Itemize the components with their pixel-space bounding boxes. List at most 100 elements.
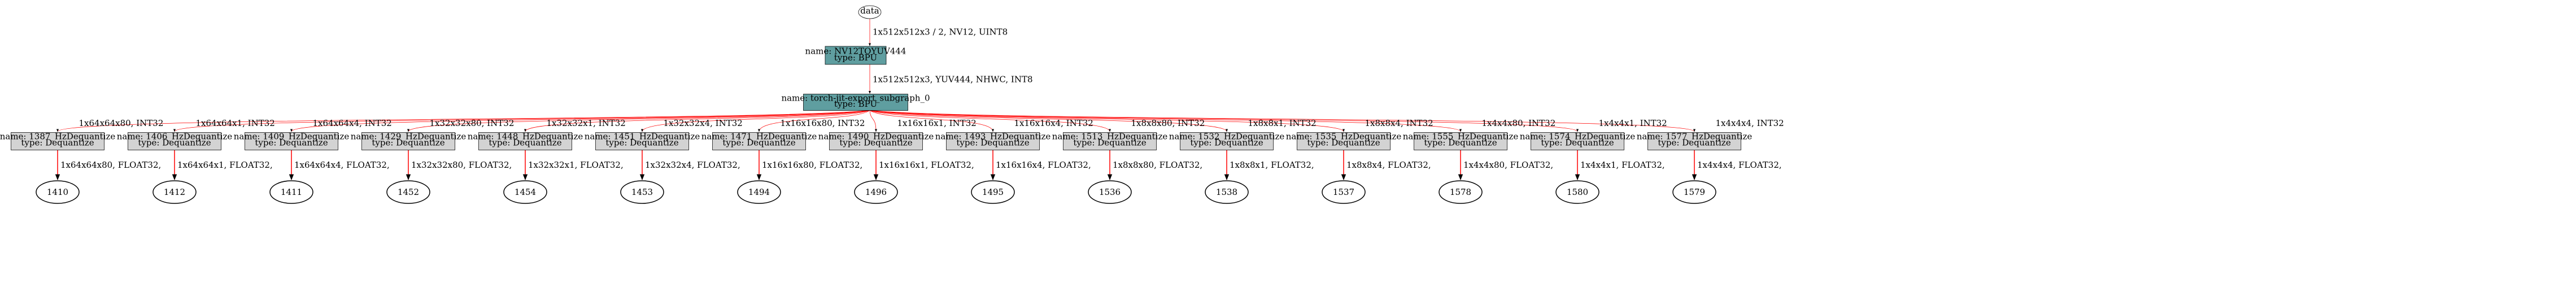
output-node-label: 1496 [865, 187, 887, 197]
edge-label-float32: 1x8x8x4, FLOAT32, [1346, 160, 1431, 170]
node-nv12toyuv444[interactable]: name: NV12TOYUV444 type: BPU [805, 46, 906, 65]
edge-main-to-dequantize [869, 110, 1228, 132]
edge-label-float32: 1x4x4x1, FLOAT32, [1580, 160, 1665, 170]
edge-label-int32: 1x16x16x4, INT32 [1014, 118, 1093, 128]
dequantize-name: name: 1535_HzDequantize [1286, 132, 1402, 142]
dequantize-name: name: 1490_HzDequantize [818, 132, 934, 142]
dequantize-name: name: 1409_HzDequantize [234, 132, 350, 142]
edge-label-int32: 1x16x16x80, INT32 [781, 118, 865, 128]
edge-label-int32: 1x4x4x4, INT32 [1716, 118, 1784, 128]
dequantize-type: type: Dequantize [1190, 138, 1263, 148]
dequantize-type: type: Dequantize [138, 138, 211, 148]
dequantize-name: name: 1555_HzDequantize [1403, 132, 1519, 142]
edge-main-to-dequantize [869, 110, 1462, 132]
edge-label-int32: 1x16x16x1, INT32 [897, 118, 977, 128]
dequantize-name: name: 1451_HzDequantize [585, 132, 700, 142]
dequantize-type: type: Dequantize [605, 138, 678, 148]
edge-label-float32: 1x32x32x80, FLOAT32, [411, 160, 512, 170]
node-nv12toyuv444-name: name: NV12TOYUV444 [805, 46, 906, 56]
edge-label-float32: 1x16x16x1, FLOAT32, [879, 160, 974, 170]
edge-label-float32: 1x64x64x1, FLOAT32, [177, 160, 273, 170]
output-node[interactable]: 1538 [1205, 180, 1249, 204]
edge-main-to-dequantize [290, 110, 870, 132]
output-node[interactable]: 1537 [1322, 180, 1366, 204]
output-node[interactable]: 1411 [269, 180, 313, 204]
output-node[interactable]: 1412 [152, 180, 197, 204]
output-node[interactable]: 1494 [737, 180, 781, 204]
output-node[interactable]: 1580 [1555, 180, 1599, 204]
edge-main-to-dequantize [869, 110, 995, 132]
output-node[interactable]: 1454 [503, 180, 547, 204]
edge-main-to-dequantize [173, 110, 870, 132]
edge-main-to-dequantize [524, 110, 870, 132]
dequantize-type: type: Dequantize [1658, 138, 1731, 148]
output-node-label: 1410 [47, 187, 68, 197]
node-subgraph-name: name: torch-jit-export_subgraph_0 [781, 93, 930, 103]
output-node[interactable]: 1536 [1088, 180, 1132, 204]
edge-label-float32: 1x8x8x1, FLOAT32, [1230, 160, 1314, 170]
output-node-label: 1453 [631, 187, 653, 197]
edge-label-int32: 1x4x4x1, INT32 [1599, 118, 1667, 128]
output-node[interactable]: 1578 [1439, 180, 1483, 204]
output-node-label: 1495 [982, 187, 1004, 197]
output-node[interactable]: 1496 [854, 180, 898, 204]
dequantize-name: name: 1493_HzDequantize [935, 132, 1051, 142]
dequantize-type: type: Dequantize [21, 138, 94, 148]
output-node-label: 1538 [1216, 187, 1237, 197]
dequantize-type: type: Dequantize [1307, 138, 1380, 148]
output-node-label: 1412 [164, 187, 185, 197]
dequantize-name: name: 1471_HzDequantize [701, 132, 817, 142]
edge-main-to-dequantize [407, 110, 870, 132]
dequantize-type: type: Dequantize [489, 138, 561, 148]
output-node-label: 1454 [515, 187, 536, 197]
output-node[interactable]: 1453 [620, 180, 664, 204]
dequantize-type: type: Dequantize [255, 138, 328, 148]
dequantize-type: type: Dequantize [722, 138, 795, 148]
output-node-label: 1411 [281, 187, 302, 197]
edge-label-int32: 1x32x32x4, INT32 [664, 118, 743, 128]
edge-label-int32: 1x64x64x1, INT32 [196, 118, 275, 128]
edge-label-input-to-preprocess: 1x512x512x3 / 2, NV12, UINT8 [873, 27, 1008, 37]
output-node[interactable]: 1410 [36, 180, 80, 204]
node-torch-jit-export-subgraph[interactable]: name: torch-jit-export_subgraph_0 type: … [781, 93, 930, 111]
dequantize-type: type: Dequantize [839, 138, 912, 148]
dequantize-type: type: Dequantize [1541, 138, 1614, 148]
dequantize-name: name: 1406_HzDequantize [117, 132, 233, 142]
output-node[interactable]: 1452 [386, 180, 430, 204]
edge-main-to-dequantize [757, 110, 870, 132]
edge-label-float32: 1x32x32x1, FLOAT32, [528, 160, 624, 170]
output-node-label: 1452 [398, 187, 419, 197]
output-node-label: 1580 [1567, 187, 1588, 197]
edge-label-float32: 1x16x16x4, FLOAT32, [996, 160, 1091, 170]
edge-label-float32: 1x4x4x80, FLOAT32, [1463, 160, 1553, 170]
dequantize-type: type: Dequantize [1073, 138, 1146, 148]
node-nv12toyuv444-type: type: BPU [834, 53, 877, 63]
edge-label-float32: 1x64x64x80, FLOAT32, [60, 160, 161, 170]
input-node-label: data [860, 6, 879, 16]
output-node[interactable]: 1579 [1672, 180, 1716, 204]
output-nodes: 1x64x64x80, FLOAT32, 1410 1x64x64x1, FLOAT… [36, 150, 1782, 204]
diagram-body: data 1x512x512x3 / 2, NV12, UINT8 name: … [0, 5, 1784, 150]
output-node[interactable]: 1495 [971, 180, 1015, 204]
dequantize-name: name: 1532_HzDequantize [1169, 132, 1285, 142]
dequantize-type: type: Dequantize [372, 138, 444, 148]
input-node-data[interactable]: data [858, 5, 882, 19]
edge-label-int32: 1x32x32x1, INT32 [547, 118, 626, 128]
